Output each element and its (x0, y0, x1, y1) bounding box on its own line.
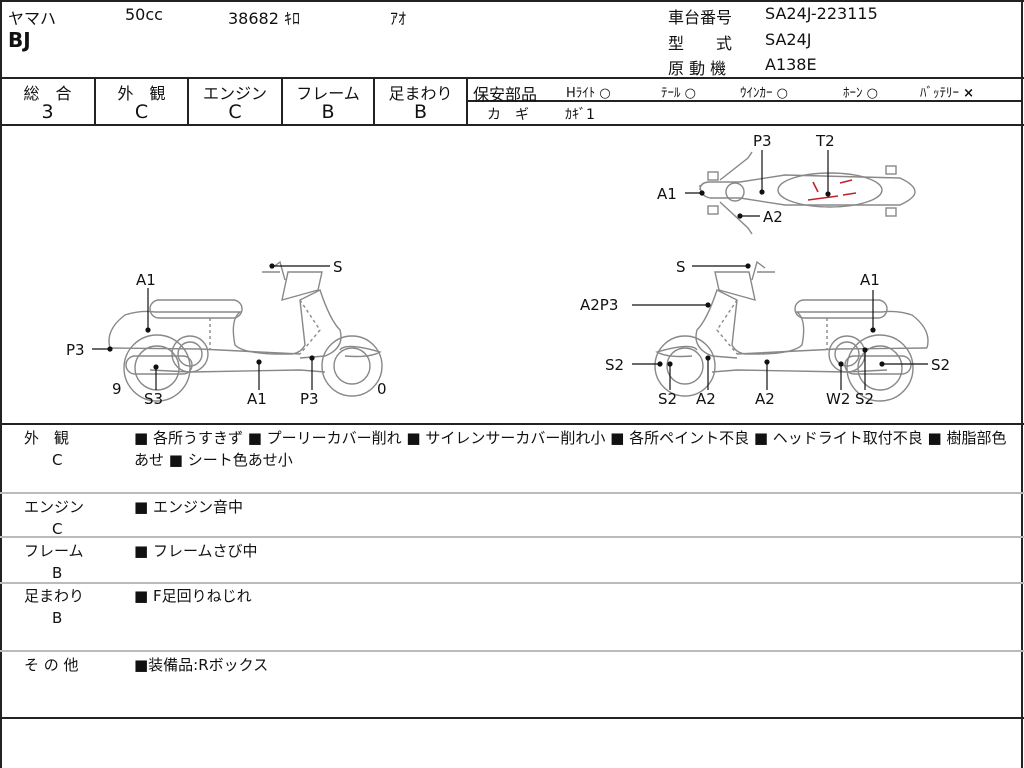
scooter-top-view (699, 151, 916, 235)
maker: ヤマハ (8, 9, 57, 28)
leader-lines (92, 150, 928, 390)
rating-value-exterior: C (134, 101, 149, 123)
mileage: 38682 ｷﾛ (228, 9, 300, 28)
label-top-t2: T2 (815, 132, 835, 150)
safety-label: 保安部品 (473, 85, 538, 104)
engine-value: A138E (765, 55, 817, 74)
border-top (0, 0, 1024, 2)
comment-exterior: ■ 各所うすきず ■ プーリーカバー削れ ■ サイレンサーカバー削れ小 ■ 各所… (134, 429, 1007, 469)
rating-label-engine: エンジン (202, 84, 267, 103)
divider (0, 492, 1024, 494)
comment-engine: ■ エンジン音中 (134, 498, 243, 516)
divider (373, 78, 375, 125)
label-left-a1-bottom: A1 (247, 390, 267, 408)
label-left-9: 9 (112, 380, 122, 398)
safety-item-winker: ｳｲﾝｶｰ ○ (740, 86, 788, 101)
key-value: ｶｷﾞ1 (565, 107, 595, 123)
label-left-s3: S3 (144, 390, 163, 408)
comment-other: ■装備品:Rボックス (134, 656, 269, 674)
divider (0, 650, 1024, 652)
label-left-0: 0 (377, 380, 387, 398)
border-left (0, 0, 2, 768)
divider (467, 100, 1023, 102)
safety-item-battery: ﾊﾞｯﾃﾘｰ × (920, 86, 975, 101)
safety-item-tail: ﾃｰﾙ ○ (661, 86, 696, 101)
damage-marks-seat (807, 179, 857, 201)
key-label: カ ギ (487, 107, 529, 123)
label-right-w2: W2 (826, 390, 850, 408)
label-right-s2-front: S2 (605, 356, 624, 374)
displacement: 50cc (125, 5, 163, 24)
type-label: 型 式 (668, 34, 733, 53)
label-right-s2-bottom: S2 (658, 390, 677, 408)
rating-value-overall: 3 (41, 101, 54, 123)
rating-value-suspension: B (413, 101, 428, 123)
comment-frame: ■ フレームさび中 (134, 542, 258, 560)
rating-value-frame: B (321, 101, 335, 123)
damage-diagram: A1 P3 9 S3 A1 P3 0 S P3 T2 A1 A2 S A2P3 … (66, 132, 950, 408)
label-right-a1: A1 (860, 271, 880, 289)
label-right-s2-rear: S2 (931, 356, 950, 374)
comment-suspension: ■ F足回りねじれ (134, 587, 252, 605)
label-right-a2-2: A2 (755, 390, 775, 408)
label-top-a2: A2 (763, 208, 783, 226)
divider (0, 536, 1024, 538)
frame-no-label: 車台番号 (668, 8, 733, 27)
label-top-p3: P3 (753, 132, 772, 150)
divider (0, 124, 1024, 126)
color: ｱｵ (390, 9, 407, 28)
divider (0, 423, 1024, 425)
model-name: BJ (8, 28, 31, 52)
rating-label-frame: フレーム (296, 84, 360, 103)
safety-item-horn: ﾎｰﾝ ○ (843, 86, 878, 101)
divider (0, 582, 1024, 584)
rating-value-engine: C (228, 101, 242, 123)
label-right-s: S (676, 258, 686, 276)
safety-item-headlight: Hﾗｲﾄ ○ (566, 86, 611, 101)
rating-label-overall: 総 合 (23, 84, 72, 103)
label-left-p3-front: P3 (300, 390, 319, 408)
rating-label-exterior: 外 観 (117, 84, 166, 103)
divider (0, 717, 1024, 719)
divider (281, 78, 283, 125)
type-value: SA24J (765, 30, 812, 49)
label-left-s: S (333, 258, 343, 276)
divider (0, 77, 1024, 79)
label-top-a1: A1 (657, 185, 677, 203)
label-left-p3-rear: P3 (66, 341, 85, 359)
engine-label: 原 動 機 (668, 59, 727, 78)
scooter-right-side (654, 261, 929, 402)
divider (466, 78, 468, 125)
frame-no: SA24J-223115 (765, 4, 878, 23)
label-left-a1-top: A1 (136, 271, 156, 289)
divider (94, 78, 96, 125)
label-right-s2-muffler: S2 (855, 390, 874, 408)
divider (187, 78, 189, 125)
border-right (1021, 0, 1023, 768)
rating-label-suspension: 足まわり (388, 84, 453, 103)
label-right-a2-1: A2 (696, 390, 716, 408)
label-right-a2p3: A2P3 (580, 296, 618, 314)
comment-label-other: そ の 他 (24, 656, 79, 674)
